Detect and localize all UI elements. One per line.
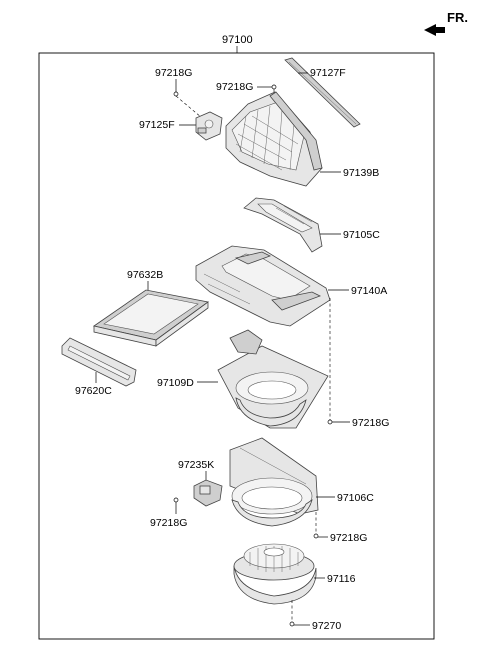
filter-part <box>93 289 209 347</box>
part-label-97235k: 97235K <box>178 459 214 471</box>
part-label-97139b: 97139B <box>343 167 379 179</box>
part-label-97218g-lower-right: 97218G <box>330 532 367 544</box>
blower-case-part <box>229 437 319 527</box>
front-label: FR. <box>447 10 468 25</box>
part-label-97218g-top-center: 97218G <box>216 81 253 93</box>
part-label-97127f: 97127F <box>310 67 346 79</box>
filter-cover-part <box>61 337 137 387</box>
assembly-number: 97100 <box>222 34 253 46</box>
blower-motor-part <box>233 543 317 605</box>
intake-case-part <box>225 91 323 187</box>
resistor-part <box>193 479 223 507</box>
part-label-97116: 97116 <box>327 573 356 585</box>
part-label-97632b: 97632B <box>127 269 163 281</box>
bolt-icon <box>271 84 277 90</box>
part-label-97109d: 97109D <box>157 377 194 389</box>
assembly-frame <box>38 52 435 640</box>
actuator-part <box>195 111 223 141</box>
part-label-97270: 97270 <box>312 620 341 632</box>
part-label-97106c: 97106C <box>337 492 374 504</box>
part-label-97140a: 97140A <box>351 285 387 297</box>
bolt-icon <box>173 91 179 97</box>
part-label-97218g-lower-left: 97218G <box>150 517 187 529</box>
front-arrow-icon <box>424 24 445 36</box>
part-label-97218g-right: 97218G <box>352 417 389 429</box>
front-direction-indicator: FR. <box>424 10 468 36</box>
part-label-97218g-top-left: 97218G <box>155 67 192 79</box>
part-label-97620c: 97620C <box>75 385 112 397</box>
lower-case-part <box>217 329 329 429</box>
seal-strip-part <box>284 57 361 128</box>
filter-case-part <box>195 245 331 327</box>
intake-bracket-part <box>243 197 323 253</box>
bolt-icon <box>313 533 319 539</box>
bolt-icon <box>327 419 333 425</box>
screw-icon <box>289 621 295 627</box>
bolt-icon <box>173 497 179 503</box>
part-label-97105c: 97105C <box>343 229 380 241</box>
part-label-97125f: 97125F <box>139 119 175 131</box>
